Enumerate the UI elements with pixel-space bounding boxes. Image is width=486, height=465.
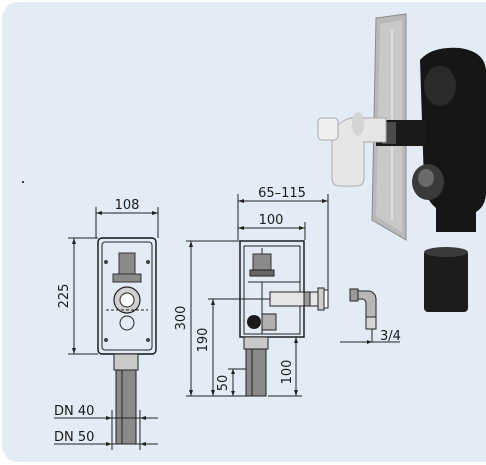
stray-dot [22, 181, 24, 183]
pipe-height-label: 100 [280, 360, 295, 385]
front-height-label: 225 [57, 284, 72, 309]
dn-40-label: DN 40 [54, 404, 94, 419]
overall-depth-label: 65–115 [258, 186, 306, 201]
lower-height-label: 50 [216, 375, 231, 392]
total-height-label: 300 [174, 306, 189, 331]
dn-50-label: DN 50 [54, 430, 94, 445]
siphon-outlet [424, 250, 468, 312]
front-view: 108 225 DN 40 DN 50 [54, 198, 159, 450]
side-ball [247, 315, 261, 329]
elbow-fitting: 3/4 [340, 288, 401, 344]
side-view: 65–115 100 300 [174, 186, 329, 397]
side-housing [239, 240, 305, 338]
front-width-label: 108 [115, 198, 140, 213]
front-valve [118, 252, 136, 276]
product-photo [317, 13, 486, 312]
thread-label: 3/4 [380, 329, 401, 344]
side-depth-label: 100 [259, 213, 284, 228]
outlet-height-label: 190 [196, 328, 211, 353]
